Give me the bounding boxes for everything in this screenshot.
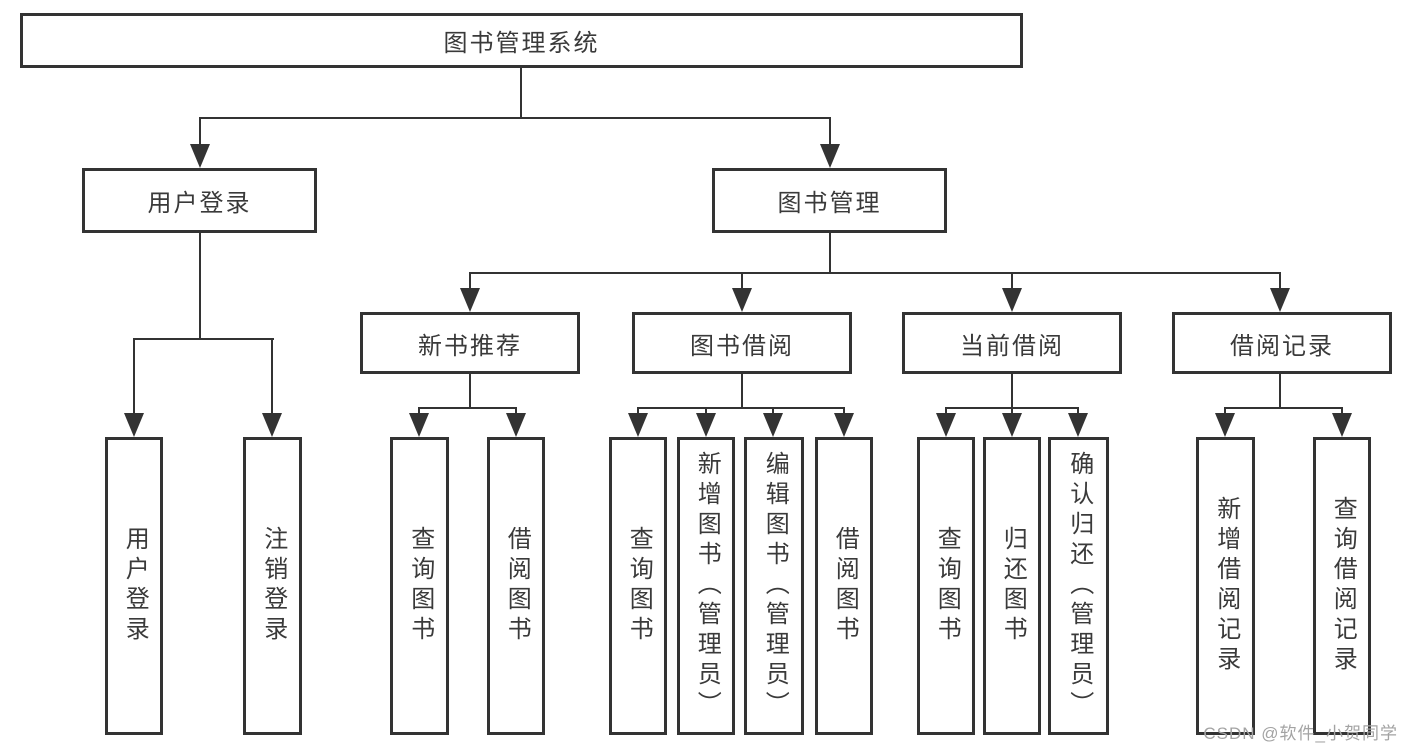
connector-line [1341,407,1343,417]
arrow-down-icon [628,413,648,437]
connector-line [637,407,845,409]
connector-line [1077,407,1079,417]
connector-line [469,374,471,409]
arrow-down-icon [732,288,752,312]
arrow-down-icon [936,413,956,437]
arrow-down-icon [124,413,144,437]
node-user-login-module: 用户登录 [82,168,317,233]
node-root: 图书管理系统 [20,13,1023,68]
connector-line [829,233,831,274]
arrow-down-icon [834,413,854,437]
arrow-down-icon [506,413,526,437]
node-root-label: 图书管理系统 [443,30,600,57]
connector-line [1011,374,1013,409]
leaf-query-books-current: 查询图书 [917,437,975,735]
connector-line [741,374,743,409]
leaf-confirm-return-admin: 确认归还（管理员） [1048,437,1109,735]
leaf-query-borrow-record: 查询借阅记录 [1313,437,1371,735]
connector-line [705,407,707,417]
arrow-down-icon [262,413,282,437]
connector-line [945,407,947,417]
leaf-label: 确认归还（管理员） [1065,451,1093,721]
connector-line [199,117,831,119]
leaf-logout: 注销登录 [243,437,302,735]
leaf-label: 查询图书 [933,526,961,646]
arrow-down-icon [696,413,716,437]
node-label: 图书管理 [777,190,882,217]
connector-line [1224,407,1226,417]
leaf-add-books-admin: 新增图书（管理员） [677,437,735,735]
connector-line [271,338,273,421]
node-book-borrow: 图书借阅 [632,312,852,374]
connector-line [772,407,774,417]
connector-line [418,407,420,417]
connector-line [1011,407,1013,417]
leaf-label: 查询图书 [406,526,434,646]
arrow-down-icon [409,413,429,437]
arrow-down-icon [763,413,783,437]
node-label: 用户登录 [147,190,252,217]
node-label: 借阅记录 [1230,332,1334,360]
leaf-label: 归还图书 [999,526,1027,646]
connector-line [1279,272,1281,292]
connector-line [515,407,517,417]
node-new-book-recommend: 新书推荐 [360,312,580,374]
connector-line [1279,374,1281,409]
node-borrow-records: 借阅记录 [1172,312,1392,374]
leaf-label: 借阅图书 [831,526,859,646]
connector-line [843,407,845,417]
leaf-label: 编辑图书（管理员） [761,451,789,721]
node-book-management-module: 图书管理 [712,168,947,233]
arrow-down-icon [1215,413,1235,437]
leaf-add-borrow-record: 新增借阅记录 [1196,437,1255,735]
connector-line [1011,272,1013,292]
arrow-down-icon [1332,413,1352,437]
connector-line [418,407,517,409]
connector-line [520,68,522,119]
connector-line [199,233,201,340]
leaf-label: 注销登录 [259,526,287,646]
arrow-down-icon [1068,413,1088,437]
leaf-query-books: 查询图书 [609,437,667,735]
leaf-edit-books-admin: 编辑图书（管理员） [744,437,804,735]
csdn-watermark: CSDN @软件_小贺同学 [1203,724,1398,743]
node-label: 新书推荐 [418,332,522,360]
leaf-label: 新增图书（管理员） [693,451,721,721]
connector-line [741,272,743,292]
arrow-down-icon [820,144,840,168]
leaf-query-books-recommend: 查询图书 [390,437,449,735]
connector-line [469,272,471,292]
leaf-label: 新增借阅记录 [1212,496,1240,676]
node-label: 图书借阅 [690,332,794,360]
leaf-borrow-books: 借阅图书 [815,437,873,735]
arrow-down-icon [190,144,210,168]
node-current-borrow: 当前借阅 [902,312,1122,374]
leaf-label: 查询借阅记录 [1329,496,1357,676]
connector-line [199,117,201,152]
arrow-down-icon [1270,288,1290,312]
leaf-label: 查询图书 [625,526,653,646]
leaf-return-books: 归还图书 [983,437,1041,735]
arrow-down-icon [460,288,480,312]
leaf-label: 借阅图书 [503,526,531,646]
connector-line [469,272,1281,274]
arrow-down-icon [1002,413,1022,437]
connector-line [637,407,639,417]
connector-line [829,117,831,152]
leaf-user-login: 用户登录 [105,437,163,735]
arrow-down-icon [1002,288,1022,312]
node-label: 当前借阅 [960,332,1064,360]
leaf-borrow-books-recommend: 借阅图书 [487,437,545,735]
connector-line [133,338,274,340]
connector-line [1224,407,1343,409]
leaf-label: 用户登录 [121,526,149,646]
connector-line [133,338,135,421]
